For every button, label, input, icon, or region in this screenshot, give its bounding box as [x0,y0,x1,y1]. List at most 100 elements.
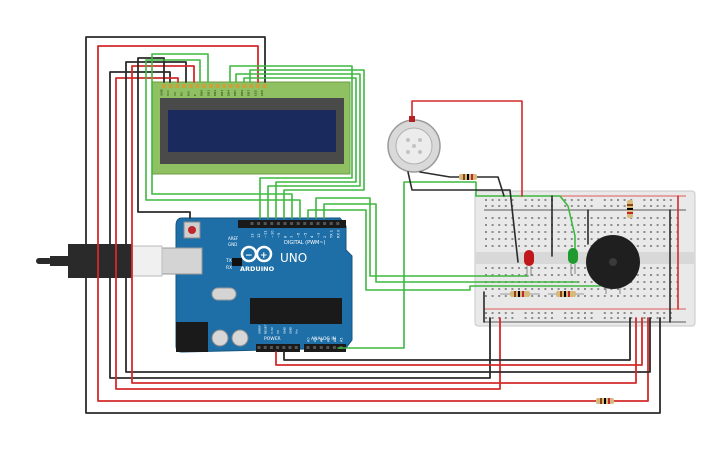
analog-pin[interactable] [326,346,330,349]
breadboard-hole [636,288,639,290]
rail-hole [656,317,659,319]
digital-pin[interactable] [329,222,333,225]
wire-green [229,65,353,219]
breadboard-hole [504,224,507,226]
lcd-pin[interactable] [195,84,200,88]
analog-pin[interactable] [306,346,310,349]
lcd-pin[interactable] [168,84,173,88]
power-pin[interactable] [288,346,292,349]
rail-hole [537,317,540,319]
rail-hole [669,199,672,201]
lcd-pin[interactable] [235,84,240,88]
breadboard-hole [564,245,567,247]
lcd-pin[interactable] [202,84,207,88]
lcd-pin-label: DB3 [220,90,224,96]
breadboard-hole [603,224,606,226]
rail-hole [650,312,652,314]
breadboard-hole [643,224,646,226]
breadboard-hole [577,288,580,290]
digital-pin[interactable] [283,222,287,225]
digital-pin[interactable] [336,222,340,225]
power-pin[interactable] [294,346,298,349]
resistor[interactable] [596,398,614,404]
breadboard-hole [570,274,573,276]
breadboard-hole [498,217,501,219]
digital-pin[interactable] [303,222,307,225]
breadboard-hole [537,288,540,290]
resistor[interactable] [548,291,584,297]
gas-sensor[interactable] [387,116,441,173]
breadboard-hole [524,217,527,219]
lcd-pin-label: DB6 [240,90,244,96]
breadboard-hole [551,288,553,290]
breadboard-hole [504,267,507,269]
breadboard[interactable] [474,190,696,327]
power-pin[interactable] [269,346,273,349]
breadboard-hole [564,267,567,269]
capacitor [211,329,229,347]
led-red[interactable] [524,250,534,276]
power-pin[interactable] [257,346,261,349]
lcd-pin[interactable] [188,84,193,88]
rail-hole [584,199,586,201]
digital-pin[interactable] [270,222,274,225]
piezo-buzzer-icon[interactable] [586,235,640,294]
rail-hole [610,205,613,207]
digital-pin[interactable] [290,222,294,225]
dc-barrel-jack-icon[interactable] [176,322,208,352]
breadboard-hole [511,274,514,276]
lcd-pin[interactable] [222,84,227,88]
power-pin-label: GND [289,326,293,334]
lcd-pin[interactable] [162,84,166,88]
lcd-pin[interactable] [208,84,213,88]
digital-pin[interactable] [316,222,320,225]
rail-hole [630,312,633,314]
breadboard-hole [590,217,593,219]
board-brand: ARDUINO [240,265,275,273]
analog-pin[interactable] [332,346,336,349]
digital-pin[interactable] [323,222,327,225]
breadboard-hole [491,231,494,233]
digital-pin[interactable] [250,222,254,225]
resistor[interactable] [500,291,540,297]
lcd-pin[interactable] [255,84,260,88]
digital-pin[interactable] [263,222,267,225]
digital-pin[interactable] [296,222,300,225]
breadboard-hole [610,217,613,219]
lcd-pin[interactable] [262,84,267,88]
arduino-uno-board[interactable]: − + ARDUINO UNO DIGITAL (PWM~) ANALOG IN… [175,217,353,353]
resistor[interactable] [459,174,477,180]
breadboard-hole [504,231,507,233]
analog-pin[interactable] [319,346,323,349]
breadboard-hole [617,217,619,219]
digital-label: DIGITAL (PWM~) [284,240,326,246]
breadboard-hole [557,224,560,226]
power-pin[interactable] [263,346,267,349]
breadboard-hole [524,267,527,269]
power-pin[interactable] [282,346,286,349]
lcd-pin[interactable] [242,84,247,88]
breadboard-hole [617,288,619,290]
lcd-pin[interactable] [182,84,187,88]
lcd-pin[interactable] [229,84,233,88]
digital-pin[interactable] [309,222,313,225]
power-pin[interactable] [276,346,280,349]
lcd-pin[interactable] [249,84,254,88]
sensor-pin [409,116,415,122]
breadboard-hole [636,231,639,233]
analog-pin[interactable] [313,346,317,349]
resistor[interactable] [627,200,633,218]
digital-pin[interactable] [257,222,261,225]
rail-hole [590,199,593,201]
breadboard-hole [537,245,540,247]
breadboard-hole [557,217,560,219]
breadboard-hole [656,281,659,283]
lcd-pin[interactable] [215,84,220,88]
breadboard-hole [623,295,626,297]
led-green[interactable] [568,248,578,274]
breadboard-hole [643,267,646,269]
lcd-pin[interactable] [175,84,180,88]
usb-b-connector-icon[interactable] [36,244,203,278]
digital-pin[interactable] [276,222,280,225]
